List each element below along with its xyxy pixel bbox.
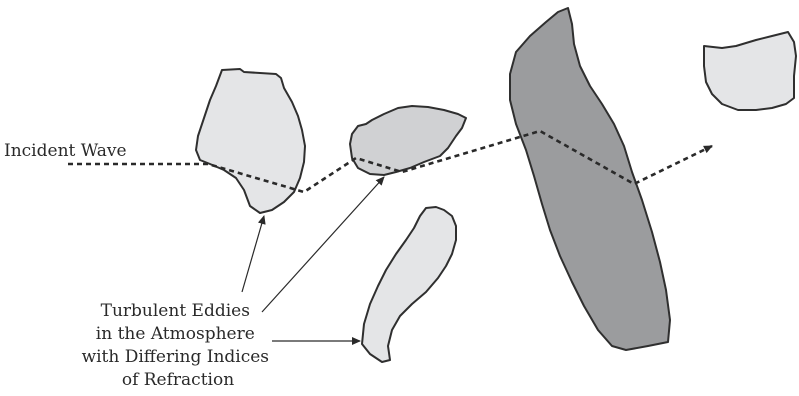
incident-wave-label: Incident Wave [4, 141, 127, 161]
eddy-blob-2 [349, 105, 467, 176]
eddy-blob-1 [195, 68, 306, 214]
eddy-blob-3 [361, 206, 457, 363]
pointer-to-eddy-1 [241, 215, 266, 293]
eddies-label-line-3: with Differing Indices [82, 347, 269, 367]
eddy-blob-5 [703, 31, 797, 111]
incident-wave-path [68, 129, 713, 194]
eddy-blob-4 [509, 7, 671, 351]
eddies-label-line-1: Turbulent Eddies [101, 301, 250, 321]
eddies-label: Turbulent Eddies in the Atmosphere with … [82, 301, 275, 390]
pointer-to-eddy-2 [261, 176, 385, 313]
eddies-label-line-2: in the Atmosphere [96, 324, 255, 344]
eddies-label-line-4: of Refraction [122, 370, 234, 390]
